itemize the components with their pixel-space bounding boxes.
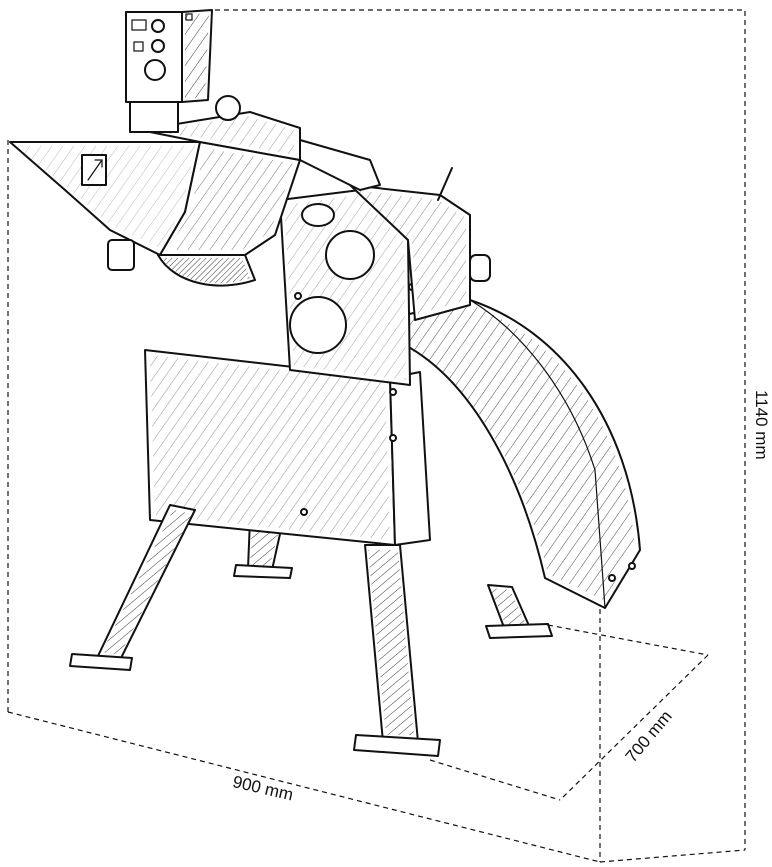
- control-box: [125, 9, 213, 133]
- switch-icon: [133, 41, 144, 52]
- emergency-stop-icon: [144, 59, 166, 81]
- cutter-housing: [279, 189, 416, 386]
- switch-knob-icon: [151, 19, 165, 33]
- depth-dimension-label: 700 mm: [622, 707, 676, 766]
- height-dimension-label: 1140 mm: [752, 390, 771, 460]
- button-icon: [151, 39, 165, 53]
- front-leg-left: [69, 504, 196, 671]
- rear-leg-right: [485, 584, 553, 639]
- discharge-chute: [404, 299, 641, 609]
- front-leg-right: [353, 544, 441, 757]
- feed-hopper: [9, 141, 301, 287]
- base-housing: [144, 349, 431, 546]
- top-cover: [139, 95, 381, 191]
- dimension-lines: [7, 9, 746, 863]
- indicator-icon: [131, 19, 147, 31]
- arrow-symbol-icon: [87, 159, 103, 181]
- motor-block: [349, 167, 491, 321]
